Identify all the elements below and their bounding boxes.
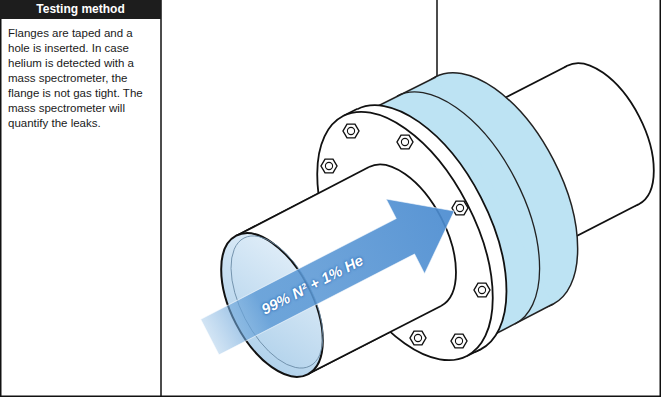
leader-line: [436, 0, 438, 76]
method-cell: Testing methodFlanges are taped and a ho…: [0, 0, 161, 397]
flow-arrow: [191, 174, 474, 375]
cell-heading: Testing method: [0, 0, 161, 19]
near-pipe: [200, 164, 456, 392]
cell-body: Flanges are taped and a hole is inserted…: [0, 19, 161, 131]
